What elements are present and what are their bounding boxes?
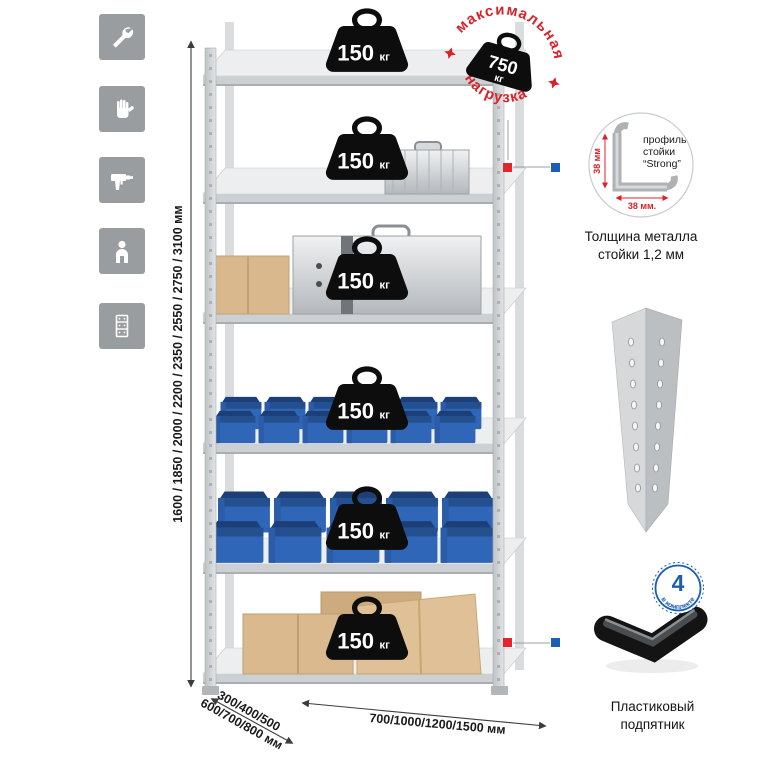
svg-text:38 мм: 38 мм (592, 148, 602, 174)
included-count-badge: 4 в комплекте (652, 562, 704, 614)
rack-icon (115, 314, 129, 338)
svg-text:“Strong”: “Strong” (643, 158, 681, 170)
shelf-load-badge: 150 кг (314, 486, 420, 552)
profile-caption: Толщина металла стойки 1,2 мм (568, 228, 714, 263)
svg-text:4: 4 (672, 570, 685, 596)
front-post-right (491, 47, 508, 695)
person-icon (116, 240, 128, 263)
shelf-load-badge: 150 кг (314, 596, 420, 662)
shelf-load-badge: 150 кг (314, 8, 420, 74)
svg-text:150: 150 (337, 40, 374, 65)
feature-tile-tools (99, 14, 145, 60)
svg-text:150: 150 (337, 398, 374, 423)
svg-text:кг: кг (379, 279, 390, 291)
svg-text:150: 150 (337, 268, 374, 293)
drill-icon (111, 174, 133, 190)
svg-text:150: 150 (337, 628, 374, 653)
feature-tile-person (99, 228, 145, 274)
svg-text:кг: кг (379, 639, 390, 651)
svg-text:кг: кг (379, 159, 390, 171)
callout-marker-red-bottom (503, 638, 512, 647)
foot-caption-line-1: Пластиковый (610, 699, 695, 714)
post-profile-detail: 38 мм 38 мм. профиль стойки “Strong” (588, 112, 694, 218)
shelf-load-badge: 150 кг (314, 366, 420, 432)
svg-text:150: 150 (337, 518, 374, 543)
callout-marker-blue-top (551, 163, 560, 172)
svg-text:38 мм.: 38 мм. (628, 201, 656, 211)
feature-tile-drill (99, 157, 145, 203)
svg-text:кг: кг (379, 529, 390, 541)
back-post-left (225, 22, 234, 670)
height-dimension-label: 1600 / 1850 / 2000 / 2200 / 2350 / 2550 … (171, 205, 185, 523)
wrench-icon (112, 27, 134, 48)
star-icon (444, 47, 456, 59)
feature-tile-gloves (99, 86, 145, 132)
profile-caption-line-1: Толщина металла (584, 229, 698, 244)
profile-caption-line-2: стойки 1,2 мм (597, 246, 685, 262)
svg-text:стойки: стойки (643, 146, 675, 158)
front-post-left (202, 47, 219, 695)
callout-marker-blue-bottom (551, 638, 560, 647)
svg-text:профиль: профиль (643, 134, 687, 146)
width-dimension-label: 700/1000/1200/1500 мм (368, 711, 507, 737)
feature-tile-rack (99, 303, 145, 349)
weight-icon (466, 32, 532, 92)
svg-text:кг: кг (493, 73, 505, 86)
svg-text:150: 150 (337, 148, 374, 173)
cardboard-box-small (206, 255, 290, 315)
foot-caption: Пластиковый подпятник (575, 698, 730, 733)
foot-caption-line-2: подпятник (620, 716, 685, 732)
shelf-load-badge: 150 кг (314, 236, 420, 302)
angle-profile-drawing (612, 122, 678, 192)
back-post-right (515, 22, 524, 670)
plastic-foot-image (594, 606, 708, 673)
perforated-post-image (611, 307, 683, 534)
shelf-load-badge: 150 кг (314, 116, 420, 182)
callout-marker-red-top (503, 163, 512, 172)
star-icon (548, 77, 560, 89)
svg-text:кг: кг (379, 51, 390, 63)
gloves-icon (117, 99, 134, 118)
svg-text:кг: кг (379, 409, 390, 421)
